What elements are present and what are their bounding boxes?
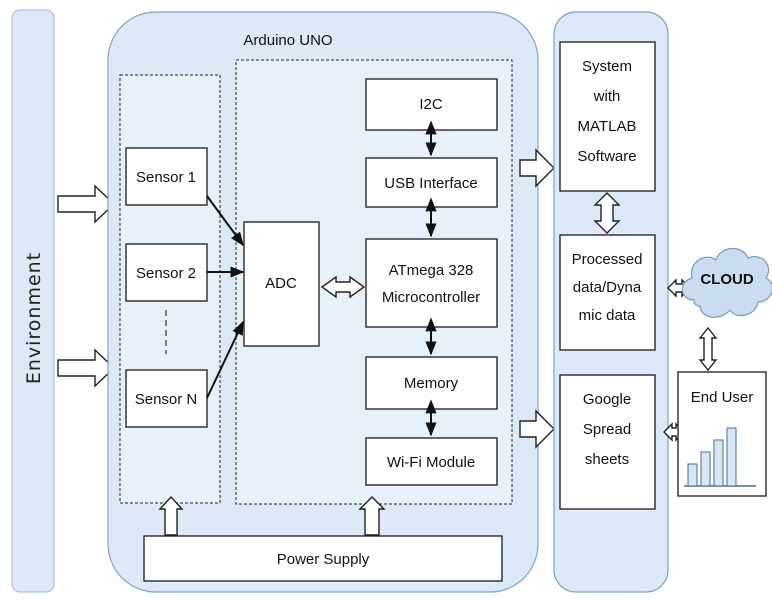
cloud-label: CLOUD xyxy=(700,271,753,288)
power-to-core-arrow xyxy=(358,496,386,536)
i2c-box: I2C xyxy=(365,78,498,131)
arduino-uno-title: Arduino UNO xyxy=(243,32,332,49)
adc-box: ADC xyxy=(243,221,320,347)
google-line-1: Google xyxy=(583,391,631,408)
wifi-module-box: Wi-Fi Module xyxy=(365,437,498,486)
adc-mcu-double-arrow xyxy=(320,275,366,299)
adc-label: ADC xyxy=(265,275,297,292)
power-to-sensors-arrow xyxy=(158,495,184,536)
microcontroller-label-line2: Microcontroller xyxy=(382,289,480,306)
sensor-1-label: Sensor 1 xyxy=(136,169,196,186)
google-sheets-box: Google Spread sheets xyxy=(559,374,656,510)
processed-data-box: Processed data/Dyna mic data xyxy=(559,234,656,351)
sensorN-to-adc-arrow xyxy=(206,320,244,399)
cloud-icon: CLOUD xyxy=(681,247,772,318)
environment-label: Environment xyxy=(23,252,45,384)
processed-line-1: Processed xyxy=(572,251,643,268)
env-to-sensorN-arrow xyxy=(57,348,116,388)
arduino-to-google-arrow xyxy=(519,409,555,449)
sensor-n-box: Sensor N xyxy=(125,369,208,428)
usb-interface-label: USB Interface xyxy=(384,175,477,192)
matlab-processed-double-arrow xyxy=(593,192,621,234)
power-supply-box: Power Supply xyxy=(143,535,503,582)
env-to-sensor1-arrow xyxy=(57,184,116,224)
usb-interface-box: USB Interface xyxy=(365,157,498,208)
bar-chart-icon xyxy=(684,427,756,487)
cloud-enduser-double-arrow xyxy=(698,326,718,372)
memory-label: Memory xyxy=(404,375,459,392)
google-line-2: Spread xyxy=(583,421,631,438)
matlab-line-2: with xyxy=(593,88,621,105)
i2c-label: I2C xyxy=(419,96,443,113)
processed-line-3: mic data xyxy=(579,307,636,324)
matlab-line-4: Software xyxy=(577,148,636,165)
google-line-3: sheets xyxy=(585,451,629,468)
sensor-2-box: Sensor 2 xyxy=(125,243,208,302)
matlab-line-3: MATLAB xyxy=(578,118,637,135)
matlab-line-1: System xyxy=(582,58,632,75)
end-user-label: End User xyxy=(691,389,754,406)
end-user-box: End User xyxy=(677,371,767,497)
power-supply-label: Power Supply xyxy=(277,551,370,568)
sensor-2-label: Sensor 2 xyxy=(136,265,196,282)
microcontroller-box: ATmega 328 Microcontroller xyxy=(365,238,498,328)
memory-box: Memory xyxy=(365,356,498,410)
matlab-system-box: System with MATLAB Software xyxy=(559,41,656,192)
sensor-1-box: Sensor 1 xyxy=(125,147,208,206)
wifi-module-label: Wi-Fi Module xyxy=(387,454,475,471)
sensor1-to-adc-arrow xyxy=(206,195,244,247)
sensor-n-label: Sensor N xyxy=(135,391,198,408)
processed-line-2: data/Dyna xyxy=(573,279,642,296)
microcontroller-label-line1: ATmega 328 xyxy=(389,262,474,279)
environment-panel: Environment xyxy=(11,9,55,593)
arduino-to-matlab-arrow xyxy=(519,148,555,188)
